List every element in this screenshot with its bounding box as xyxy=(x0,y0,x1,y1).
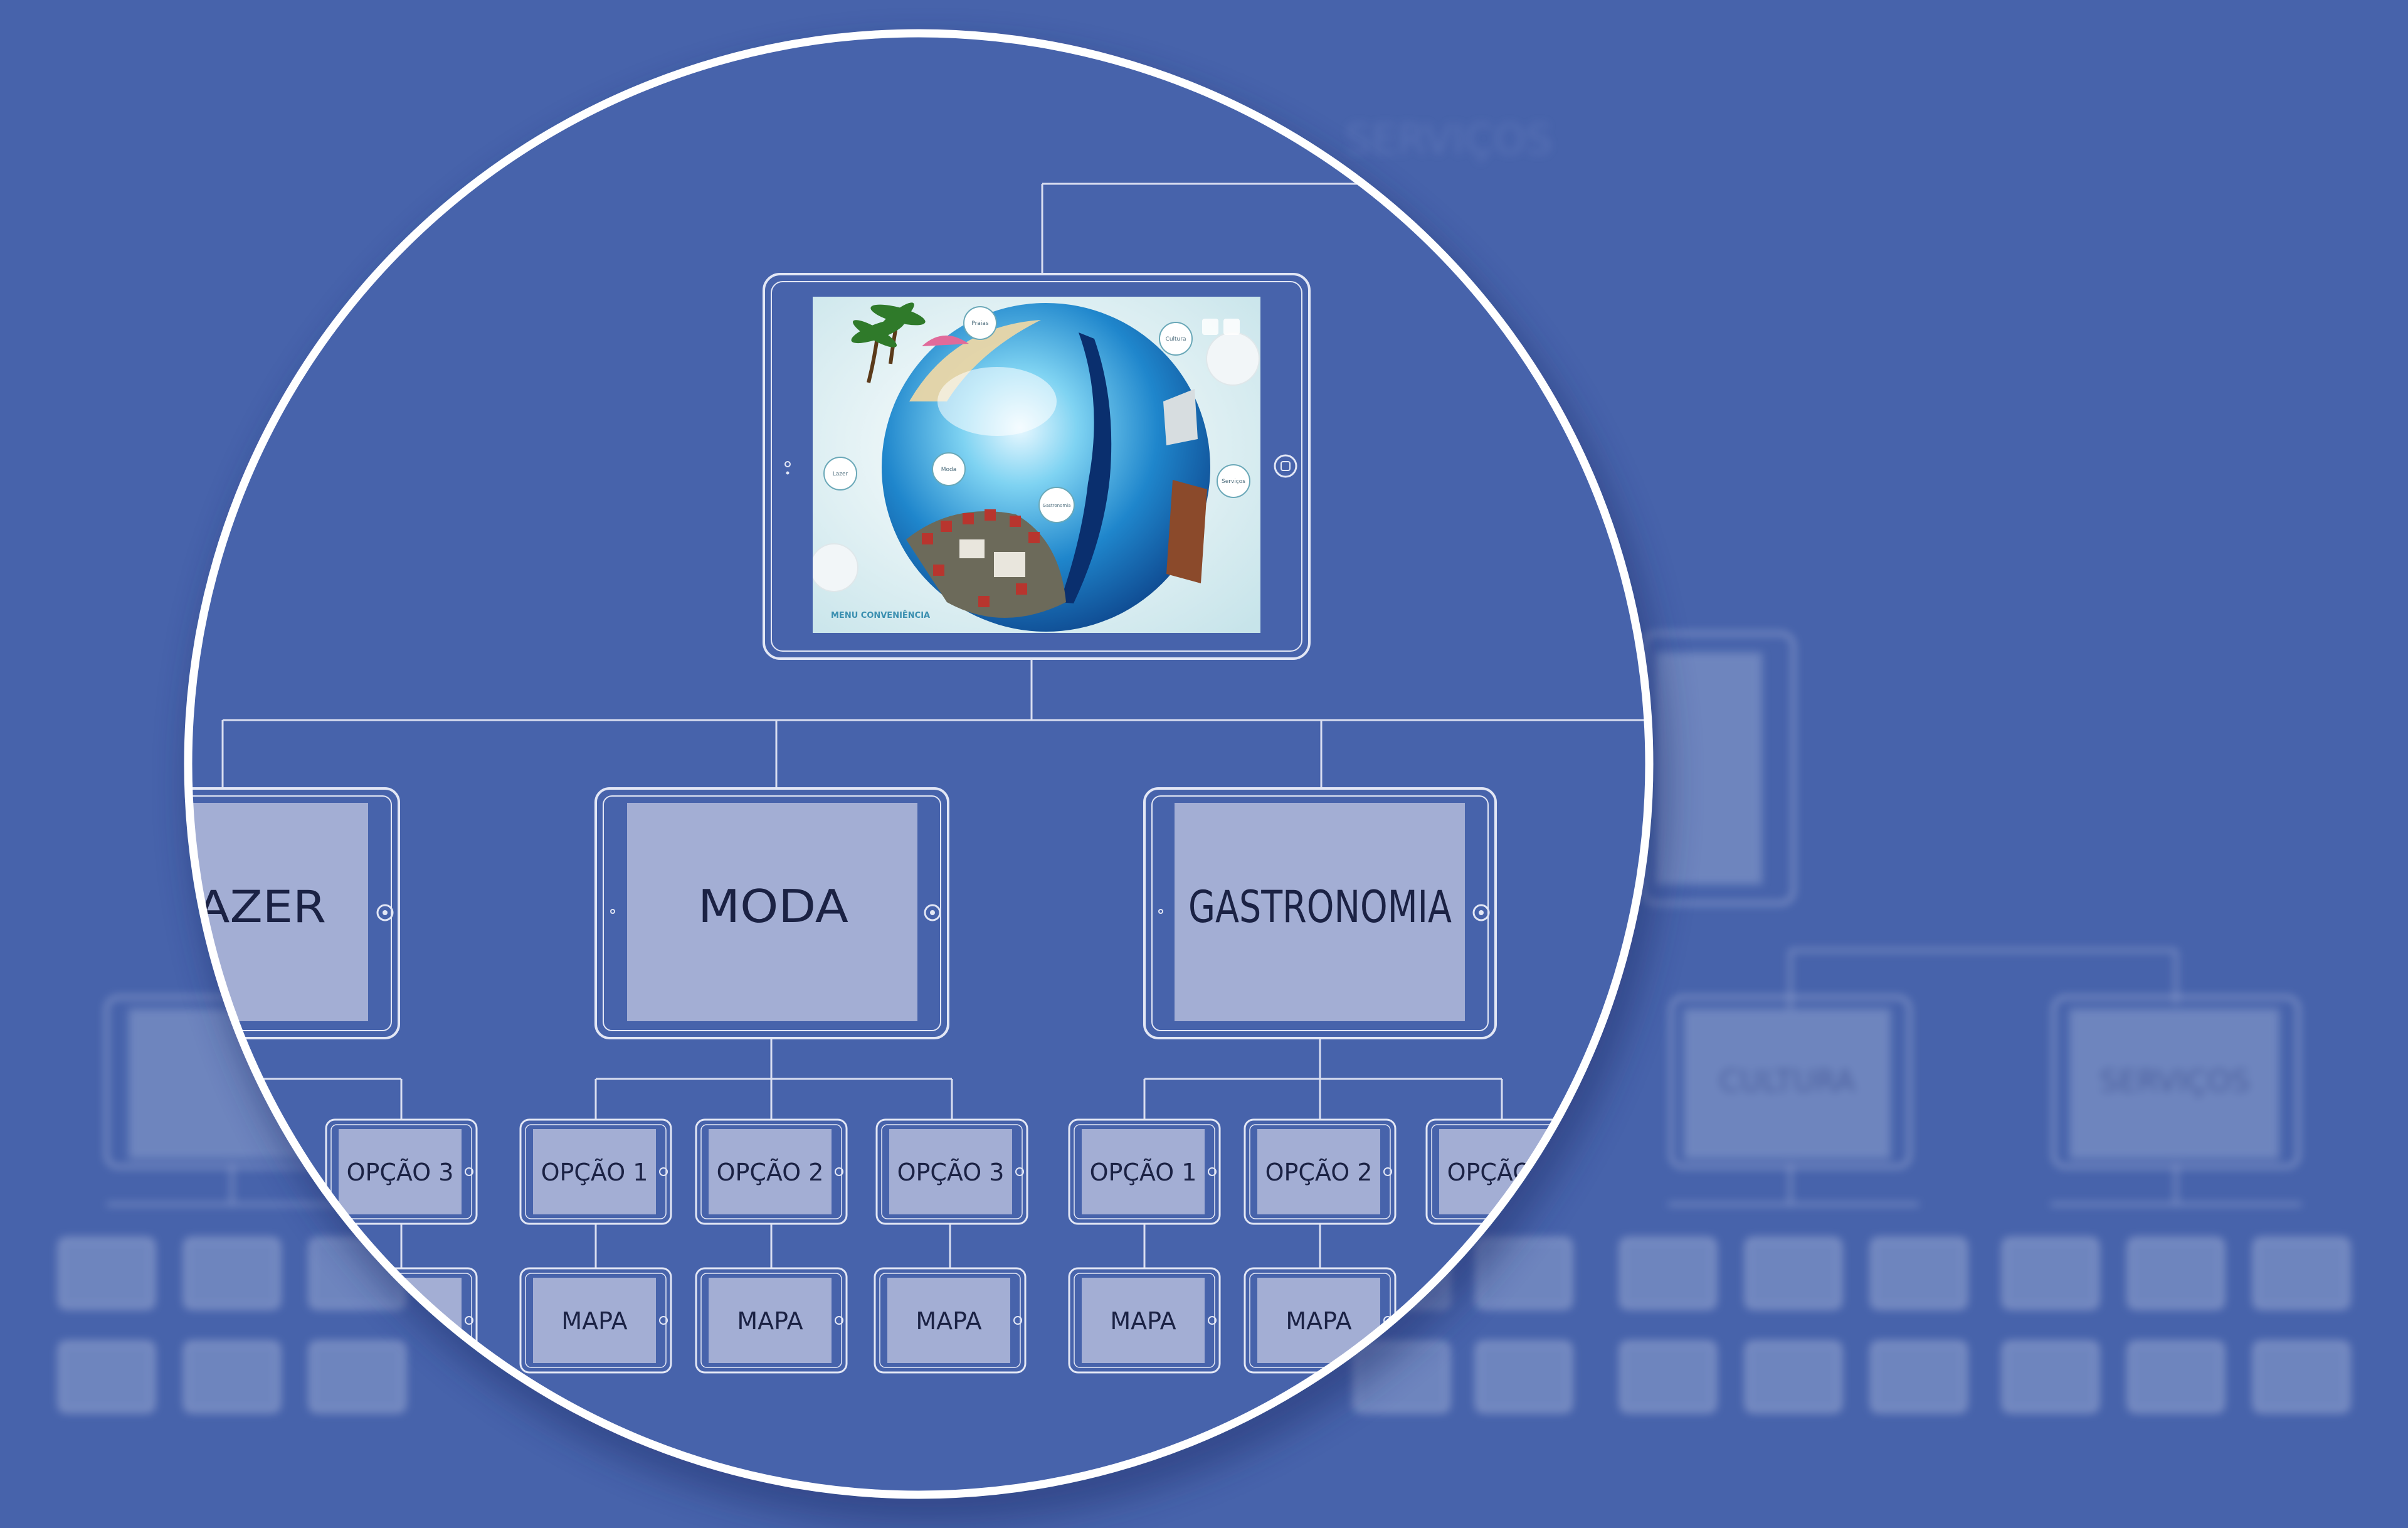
main-ipad: Praias Cultura Lazer Moda Gastronomia Se… xyxy=(763,273,1311,660)
category-gastronomia-label: GASTRONOMIA xyxy=(1188,881,1452,933)
option-2-box-label: OPÇÃO 2 xyxy=(717,1159,824,1186)
option-3-box[interactable]: OPÇÃO 3 xyxy=(875,1118,1028,1225)
map-box[interactable]: MAPA xyxy=(1244,1267,1397,1374)
option-3-box-label: OPÇÃO 3 xyxy=(897,1159,1005,1186)
map-box[interactable]: MAPA xyxy=(1068,1267,1221,1374)
bubble-servicos-label: Serviços xyxy=(1222,479,1245,485)
option-3-box-label: OPÇÃO 3 xyxy=(347,1159,454,1186)
home-button-icon xyxy=(1274,454,1297,478)
bubble-moda-label: Moda xyxy=(941,467,957,473)
background-category-cultura: CULTURA xyxy=(1719,1064,1856,1099)
home-button-icon xyxy=(1208,1167,1217,1176)
option-3-box[interactable]: OPÇÃO 3 xyxy=(325,1118,478,1225)
home-button-icon xyxy=(924,904,941,921)
bubble-praias-label: Praias xyxy=(971,321,989,327)
category-lazer[interactable]: LAZER xyxy=(132,787,400,1039)
bubble-servicos[interactable] xyxy=(1217,464,1250,498)
map-box-label: MAPA xyxy=(1286,1307,1351,1335)
home-button-icon xyxy=(835,1167,843,1176)
background-category-servicos: SERVIÇOS xyxy=(2099,1064,2250,1099)
screen-button-icon[interactable] xyxy=(1223,319,1240,335)
bubble-moda[interactable] xyxy=(932,452,966,486)
map-box-label: MAPA xyxy=(916,1307,981,1335)
bubble-cultura[interactable] xyxy=(1159,322,1193,356)
bubble-gastronomia[interactable] xyxy=(1038,487,1075,523)
camera-icon xyxy=(784,461,791,467)
category-moda-label: MODA xyxy=(698,880,848,933)
map-box-label: MAPA xyxy=(561,1307,627,1335)
map-box[interactable]: MAPA xyxy=(695,1267,848,1374)
option-1-box-label: OPÇÃO 1 xyxy=(541,1159,648,1186)
background-diagram: CULTURA SERVIÇOS SERVIÇOS xyxy=(58,115,2350,1413)
menu-caption: MENU CONVENIÊNCIA xyxy=(831,610,930,620)
home-button-icon xyxy=(659,1167,668,1176)
lens-border xyxy=(184,29,1654,1499)
home-button-icon xyxy=(835,1316,843,1325)
home-button-icon xyxy=(659,1316,668,1325)
option-2-box-label: OPÇÃO 2 xyxy=(1265,1159,1373,1186)
home-button-icon xyxy=(376,904,394,921)
option-1-box[interactable]: OPÇÃO 1 xyxy=(1068,1118,1221,1225)
screen-button-icon[interactable] xyxy=(1202,319,1218,335)
map-box-label: MAPA xyxy=(1110,1307,1176,1335)
home-button-icon xyxy=(1565,1167,1574,1176)
background-title-fragment: SERVIÇOS xyxy=(1345,115,1552,164)
home-button-icon xyxy=(465,1316,473,1325)
category-gastronomia[interactable]: GASTRONOMIA xyxy=(1143,787,1497,1039)
option-2-box[interactable]: OPÇÃO 2 xyxy=(695,1118,848,1225)
bubble-lazer-label: Lazer xyxy=(833,471,848,477)
option-1-box-label: OPÇÃO 1 xyxy=(1090,1159,1197,1186)
home-button-icon xyxy=(1383,1167,1392,1176)
bubble-lazer[interactable] xyxy=(823,457,857,491)
map-box[interactable]: MAPA xyxy=(874,1267,1027,1374)
map-box-label: MAPA xyxy=(737,1307,803,1335)
option-2-box[interactable]: OPÇÃO 2 xyxy=(1244,1118,1397,1225)
option-1-box[interactable]: OPÇÃO 1 xyxy=(519,1118,672,1225)
category-moda[interactable]: MODA xyxy=(594,787,949,1039)
home-button-icon xyxy=(1015,1167,1024,1176)
map-box[interactable]: MAPA xyxy=(519,1267,672,1374)
home-button-icon xyxy=(465,1167,473,1176)
bubble-gastronomia-label: Gastronomia xyxy=(1043,503,1071,508)
bubble-cultura-label: Cultura xyxy=(1166,336,1186,342)
bubble-praias[interactable] xyxy=(963,306,997,340)
category-lazer-label: LAZER xyxy=(169,881,326,933)
home-button-icon xyxy=(1208,1316,1217,1325)
main-screen: Praias Cultura Lazer Moda Gastronomia Se… xyxy=(813,297,1260,633)
zoom-lens: Praias Cultura Lazer Moda Gastronomia Se… xyxy=(132,33,1649,1495)
home-button-icon xyxy=(1472,904,1490,921)
home-button-icon xyxy=(1013,1316,1022,1325)
